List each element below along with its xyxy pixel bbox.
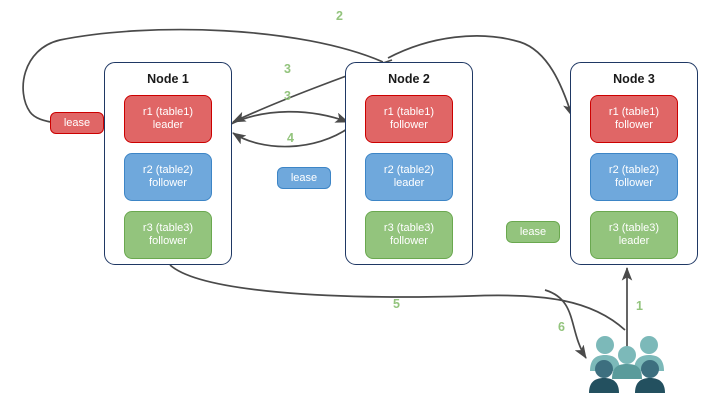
lease-badge-red[interactable]: lease	[50, 112, 104, 134]
replica-n1-r1[interactable]: r1 (table1) leader	[124, 95, 212, 143]
arrow-3-lower	[230, 110, 349, 125]
arrow-2-to-node3	[387, 35, 574, 117]
replica-role: leader	[393, 177, 425, 189]
replica-name: r3 (table3)	[142, 221, 194, 234]
people-group-icon	[589, 336, 665, 393]
replica-role: follower	[615, 119, 653, 131]
step-label-3a: 3	[284, 62, 291, 76]
replica-role: follower	[390, 235, 428, 247]
replica-n3-r2[interactable]: r2 (table2) follower	[590, 153, 678, 201]
step-label-5: 5	[393, 297, 400, 311]
step-label-1: 1	[636, 299, 643, 313]
replica-name: r2 (table2)	[142, 163, 194, 176]
step-label-2: 2	[336, 9, 343, 23]
replica-role: follower	[149, 235, 187, 247]
replica-name: r1 (table1)	[383, 105, 435, 118]
replica-role: leader	[618, 235, 650, 247]
replica-name: r3 (table3)	[383, 221, 435, 234]
replica-n2-r1[interactable]: r1 (table1) follower	[365, 95, 453, 143]
replica-name: r2 (table2)	[383, 163, 435, 176]
arrow-6	[544, 289, 587, 359]
replica-role: follower	[149, 177, 187, 189]
node-box-3[interactable]: Node 3 r1 (table1) follower r2 (table2) …	[570, 62, 698, 265]
node-title-3: Node 3	[613, 72, 655, 86]
replica-name: r2 (table2)	[608, 163, 660, 176]
replica-n2-r2[interactable]: r2 (table2) leader	[365, 153, 453, 201]
step-label-4: 4	[287, 131, 294, 145]
replica-n2-r3[interactable]: r3 (table3) follower	[365, 211, 453, 259]
replica-role: leader	[152, 119, 184, 131]
node-title-2: Node 2	[388, 72, 430, 86]
replica-name: r3 (table3)	[608, 221, 660, 234]
replica-name: r1 (table1)	[608, 105, 660, 118]
arrow-5	[169, 264, 626, 331]
lease-badge-blue[interactable]: lease	[277, 167, 331, 189]
replica-role: follower	[390, 119, 428, 131]
replica-n3-r3[interactable]: r3 (table3) leader	[590, 211, 678, 259]
replica-name: r1 (table1)	[142, 105, 194, 118]
node-title-1: Node 1	[147, 72, 189, 86]
replica-n3-r1[interactable]: r1 (table1) follower	[590, 95, 678, 143]
arrow-4	[232, 126, 351, 148]
replica-role: follower	[615, 177, 653, 189]
step-label-3b: 3	[284, 89, 291, 103]
lease-badge-green[interactable]: lease	[506, 221, 560, 243]
arrow-2-to-lease	[22, 28, 384, 129]
replica-n1-r2[interactable]: r2 (table2) follower	[124, 153, 212, 201]
node-box-2[interactable]: Node 2 r1 (table1) follower r2 (table2) …	[345, 62, 473, 265]
node-box-1[interactable]: Node 1 r1 (table1) leader r2 (table2) fo…	[104, 62, 232, 265]
replica-n1-r3[interactable]: r3 (table3) follower	[124, 211, 212, 259]
step-label-6: 6	[558, 320, 565, 334]
